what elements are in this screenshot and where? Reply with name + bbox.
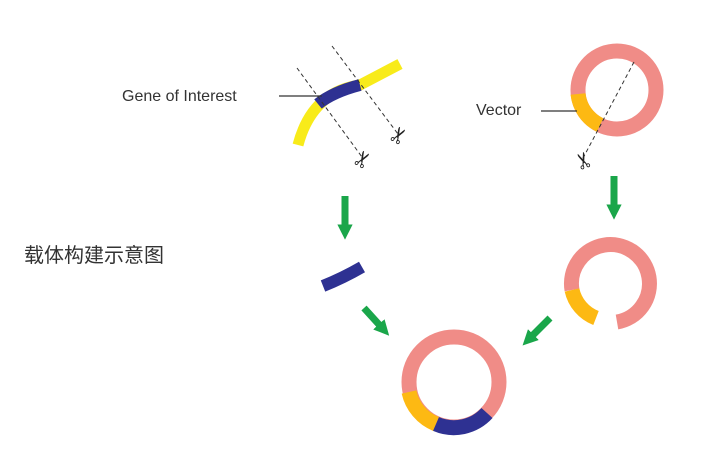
- vector-label: Vector: [476, 102, 522, 119]
- recombinant-gene-insert: [433, 407, 493, 436]
- recombinant-plasmid: [401, 329, 507, 436]
- gene-strand-yellow: [292, 59, 403, 147]
- gene-insert-blue: [314, 79, 362, 109]
- gene-cut-line-right: [331, 45, 399, 135]
- scissors-icon: ✂: [570, 147, 600, 173]
- recombinant-insert-site: [401, 389, 440, 431]
- opened-vector-insert-site: [564, 287, 600, 325]
- scissors-icon: ✂: [384, 122, 415, 150]
- vector-cut-line: [581, 61, 635, 161]
- scissors-icon: ✂: [348, 146, 379, 174]
- diagonal-arrow-icon: [522, 315, 553, 346]
- gene-of-interest-strand: [292, 59, 403, 147]
- gene-cut-line-left: [296, 67, 363, 158]
- opened-vector-ring: [563, 237, 657, 330]
- vector-insert-site: [570, 92, 604, 132]
- vector-ring: [570, 43, 664, 137]
- vector-plasmid: [570, 43, 664, 137]
- diagram-title: 载体构建示意图: [24, 243, 164, 267]
- cut-gene-insert: [320, 261, 366, 292]
- opened-vector: [563, 237, 657, 330]
- diagonal-arrow-icon: [361, 305, 390, 336]
- gene-of-interest-label: Gene of Interest: [122, 88, 237, 105]
